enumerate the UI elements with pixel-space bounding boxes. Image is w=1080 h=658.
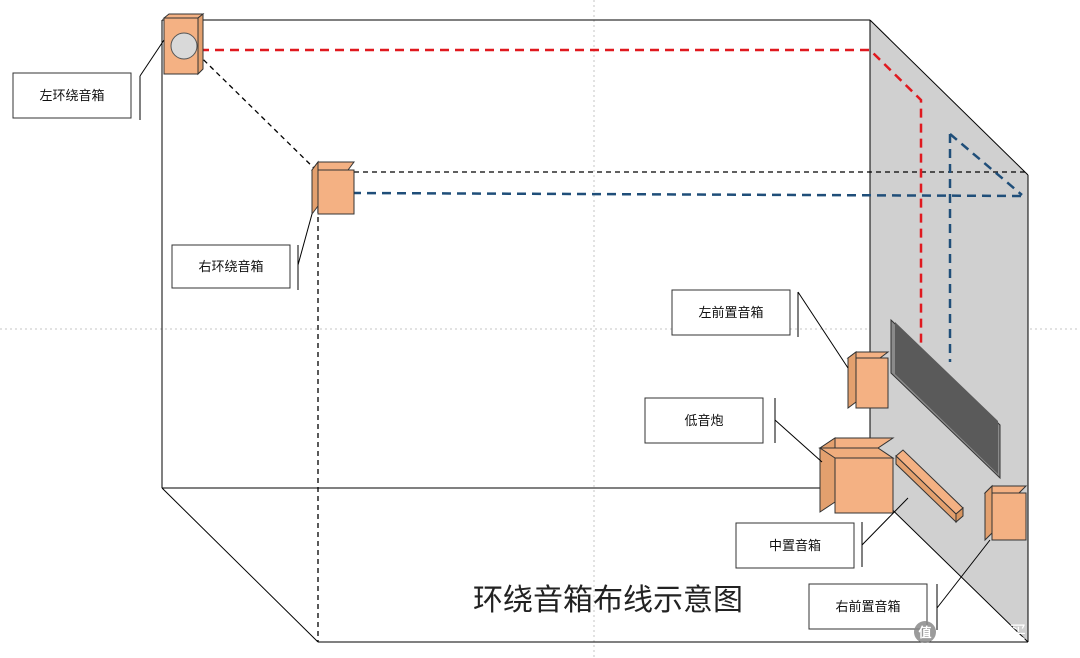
room-box xyxy=(161,19,1029,643)
watermark: 值 什么值得买 xyxy=(914,621,1026,643)
blue-wire xyxy=(351,191,1027,198)
left-front-speaker xyxy=(846,351,890,409)
label-right-front: 右前置音箱 xyxy=(808,583,928,630)
hidden-edges xyxy=(164,21,1028,642)
right-surround-speaker xyxy=(311,160,355,216)
label-left-front: 左前置音箱 xyxy=(671,289,791,336)
blue-wire-riser xyxy=(949,133,1023,196)
right-front-speaker xyxy=(983,484,1028,542)
diagram-title: 环绕音箱布线示意图 xyxy=(473,583,743,618)
watermark-text: 什么值得买 xyxy=(941,623,1026,643)
svg-text:值: 值 xyxy=(918,625,931,641)
red-wire xyxy=(200,48,923,362)
zhi-badge-icon xyxy=(914,621,936,643)
label-text-left-front: 左前置音箱 xyxy=(698,305,763,321)
left-surround-speaker xyxy=(162,12,205,76)
leader-lines xyxy=(139,39,991,630)
label-right-surround: 右环绕音箱 xyxy=(171,244,291,289)
label-left-surround: 左环绕音箱 xyxy=(12,72,132,119)
label-text-right-surround: 右环绕音箱 xyxy=(198,259,263,275)
label-subwoofer: 低音炮 xyxy=(644,397,764,444)
subwoofer xyxy=(818,437,895,514)
label-text-right-front: 右前置音箱 xyxy=(835,599,900,615)
label-text-subwoofer: 低音炮 xyxy=(684,413,723,429)
label-text-center: 中置音箱 xyxy=(769,538,821,554)
label-center: 中置音箱 xyxy=(735,522,855,569)
label-text-left-surround: 左环绕音箱 xyxy=(39,88,104,104)
center-speaker xyxy=(895,449,964,524)
tv xyxy=(890,318,1001,480)
